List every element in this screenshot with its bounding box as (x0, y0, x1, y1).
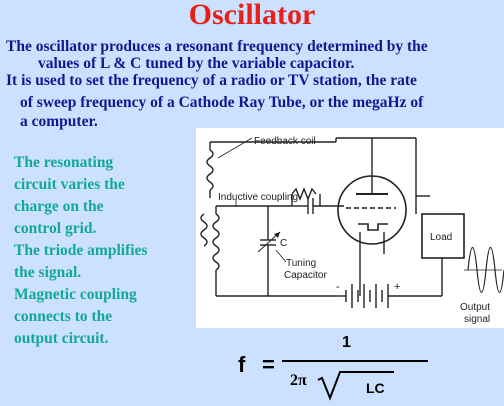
intro-line-4: of sweep frequency of a Cathode Ray Tube… (20, 94, 424, 111)
intro-line-2: values of L & C tuned by the variable ca… (38, 55, 355, 72)
formula-two-pi: 2π (290, 372, 307, 389)
battery-minus-label: - (336, 281, 340, 293)
grid-resistor (291, 187, 317, 201)
signal-label: signal (464, 314, 490, 325)
side-text-1: The resonating (14, 154, 114, 171)
capacitor-label: Capacitor (284, 270, 327, 281)
output-label: Output (460, 302, 490, 313)
formula-lc: LC (366, 380, 385, 396)
side-text-3: charge on the (14, 198, 104, 215)
tuned-coil (212, 213, 220, 271)
oscillator-circuit-diagram: Feedback coil Inductive coupling C Tunin… (196, 128, 504, 328)
side-text-5: The triode amplifies (14, 242, 148, 259)
formula-numerator: 1 (342, 334, 351, 351)
battery-plus-label: + (394, 281, 400, 293)
formula-equals: = (262, 352, 275, 377)
side-text-8: connects to the (14, 308, 113, 325)
intro-line-3: It is used to set the frequency of a rad… (6, 72, 417, 89)
side-text-7: Magnetic coupling (14, 286, 137, 303)
side-text-4: control grid. (14, 220, 97, 237)
feedback-coil-label: Feedback coil (254, 136, 316, 147)
load-label: Load (430, 232, 452, 243)
formula-fraction-bar (282, 360, 428, 362)
load-box (421, 213, 465, 259)
intro-line-1: The oscillator produces a resonant frequ… (6, 38, 428, 55)
formula-f: f (238, 352, 246, 377)
intro-line-5: a computer. (20, 113, 98, 130)
inductive-coupling-label: Inductive coupling (218, 192, 298, 203)
side-text-9: output circuit. (14, 330, 109, 347)
capacitor-c-label: C (280, 238, 287, 249)
side-text-6: the signal. (14, 264, 82, 281)
feedback-coil (206, 149, 214, 191)
side-text-2: circuit varies the (14, 176, 125, 193)
page-title: Oscillator (188, 0, 316, 31)
sqrt-icon (317, 371, 394, 401)
tuning-label: Tuning (286, 258, 316, 269)
